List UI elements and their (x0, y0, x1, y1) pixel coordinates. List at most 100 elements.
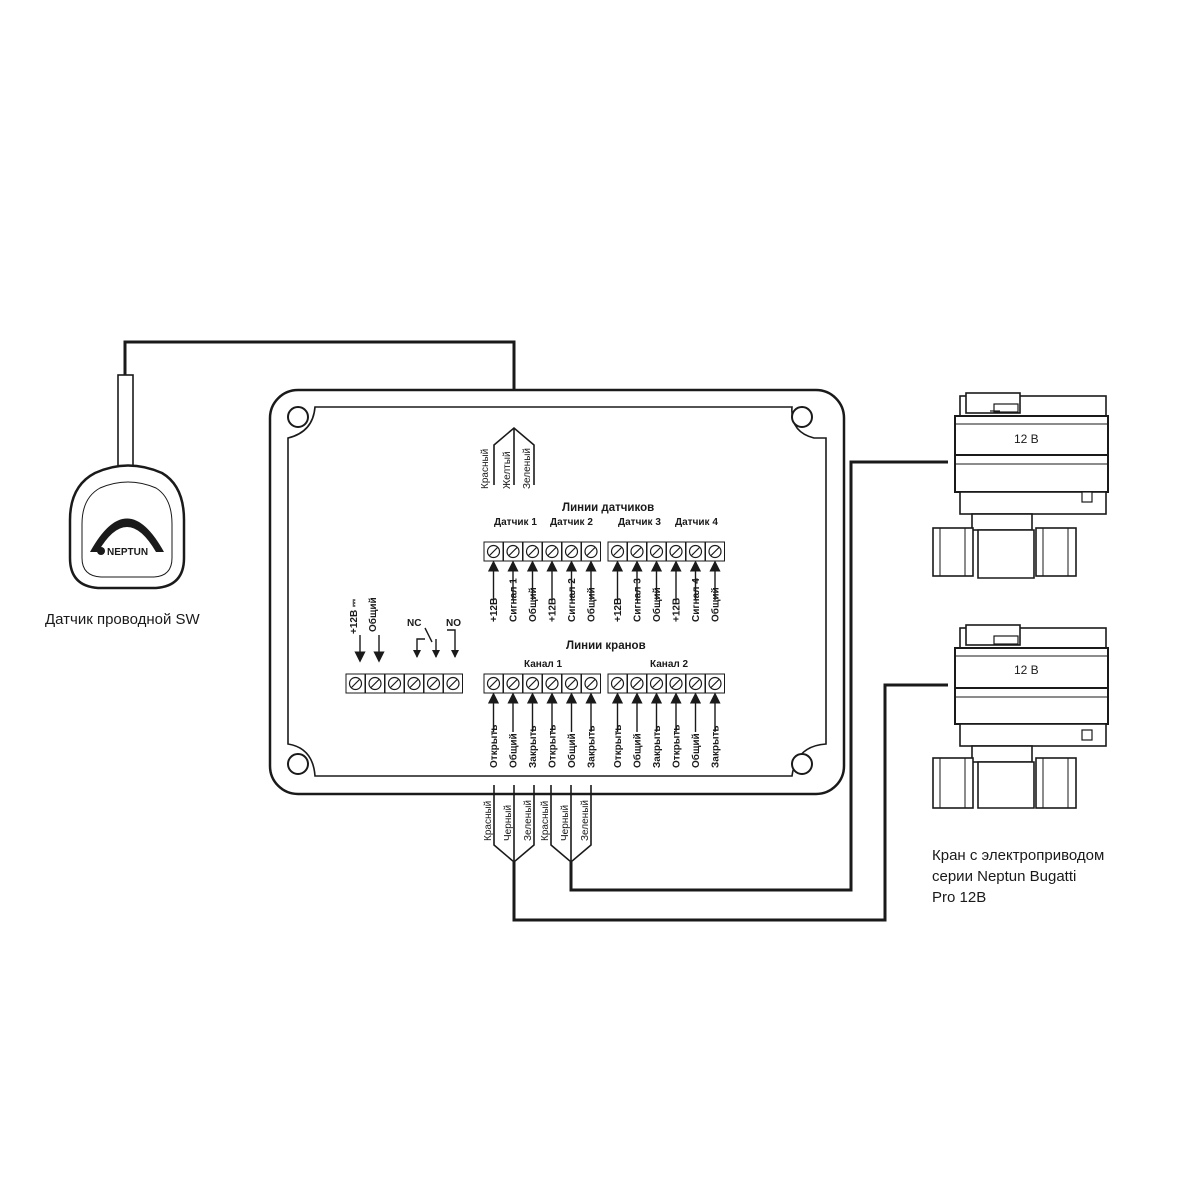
sensor-brand: NEPTUN (107, 547, 148, 558)
valve-lines-title: Линии кранов (566, 640, 646, 652)
power-terminal-label: Общий (367, 597, 379, 632)
valve-caption-line: Кран с электроприводом (932, 847, 1104, 864)
power-terminal-label: +12В ⎓ (349, 599, 360, 634)
valve-terminal-label: Закрыть (652, 725, 663, 768)
sensor-terminal-label: Общий (651, 587, 663, 622)
sensor-wire-label: Зеленый (522, 448, 533, 489)
valve-caption-line: Pro 12В (932, 889, 986, 906)
sensor-arc (90, 518, 164, 552)
screw-terminal-icon (403, 673, 425, 694)
valve-wire-label: Черный (503, 805, 514, 841)
valve-voltage-label: 12 В (1014, 432, 1039, 446)
sensor-cable (123, 340, 516, 428)
channel-label: Канал 1 (524, 659, 563, 670)
screw-terminal-icon (483, 541, 504, 562)
screw-terminal-icon (704, 673, 726, 694)
sensor-group-label: Датчик 3 (618, 517, 661, 528)
screw-terminal-icon (483, 673, 504, 694)
valve-wire-fan: Красный Черный Зеленый Красный Черный Зе… (483, 785, 592, 864)
valve-terminal-arrows (487, 692, 721, 732)
screw-terminal-icon (646, 541, 667, 562)
screw-terminal-icon (364, 673, 386, 694)
screw-terminal-icon (665, 673, 687, 694)
valve-terminal-label: Общий (690, 733, 702, 768)
screw-terminal-icon (541, 673, 563, 694)
valve-terminal-label: Закрыть (711, 725, 722, 768)
sensor-terminal-block-2 (607, 541, 726, 562)
sensor-wire-label: Желтый (502, 451, 513, 489)
screw-terminal-icon (345, 673, 366, 694)
mounting-hole-icon (791, 406, 813, 428)
screw-terminal-icon (607, 541, 628, 562)
screw-terminal-icon (442, 673, 464, 694)
mounting-hole-icon (287, 406, 309, 428)
valve-wire-label: Зеленый (523, 800, 534, 841)
valve-voltage-label: 12 В (1014, 663, 1039, 677)
screw-terminal-icon (626, 541, 648, 562)
valve-terminal-label: Общий (508, 733, 520, 768)
valve-terminal-block-1 (483, 673, 602, 694)
mounting-hole-icon (287, 753, 309, 775)
screw-terminal-icon (580, 541, 602, 562)
power-terminal-label: NC (407, 618, 421, 629)
valve-terminal-labels: Открыть Общий Закрыть Открыть Общий Закрыть От… (489, 725, 722, 768)
sensor-wire-label: Красный (480, 449, 491, 489)
sensor-terminal-label: +12В (672, 598, 683, 622)
sensor-terminal-label: +12В (489, 598, 500, 622)
screw-terminal-icon (561, 673, 582, 694)
channel-label: Канал 2 (650, 659, 689, 670)
screw-terminal-icon (541, 541, 563, 562)
screw-terminal-icon (685, 541, 706, 562)
motorized-valve-2 (932, 624, 1109, 809)
sensor-terminal-label: Общий (586, 587, 598, 622)
sensor-lines-title: Линии датчиков (562, 502, 654, 514)
valve-wire-label: Красный (540, 801, 551, 841)
valve-terminal-label: Открыть (489, 725, 500, 768)
valve-wire-label: Зеленый (580, 800, 591, 841)
screw-terminal-icon (626, 673, 648, 694)
screw-terminal-icon (522, 541, 543, 562)
sensor-probe (117, 374, 134, 471)
valve-terminal-label: Открыть (613, 725, 624, 768)
screw-terminal-icon (685, 673, 706, 694)
sensor-terminal-label: Сигнал 4 (691, 578, 702, 622)
sensor-group-label: Датчик 2 (550, 517, 593, 528)
screw-terminal-icon (384, 673, 405, 694)
wired-sensor: NEPTUN (68, 374, 186, 590)
sensor-terminal-label: Сигнал 3 (633, 578, 644, 622)
sensor-terminal-arrows (487, 560, 721, 600)
screw-terminal-icon (607, 673, 628, 694)
valve-terminal-block-2 (607, 673, 726, 694)
valve-caption-line: серии Neptun Bugatti (932, 868, 1076, 885)
valve-terminal-label: Общий (632, 733, 644, 768)
sensor-terminal-label: Общий (710, 587, 722, 622)
valve-terminal-label: Открыть (548, 725, 559, 768)
screw-terminal-icon (646, 673, 667, 694)
valve1-cable (569, 460, 948, 892)
valve-terminal-label: Открыть (672, 725, 683, 768)
valve-terminal-label: Общий (566, 733, 578, 768)
sensor-terminal-label: Общий (527, 587, 539, 622)
sensor-terminal-label: +12В (548, 598, 559, 622)
motorized-valve-1 (932, 392, 1109, 579)
screw-terminal-icon (580, 673, 602, 694)
sensor-terminal-label: Сигнал 2 (567, 578, 578, 622)
power-terminal-arrows (354, 627, 459, 663)
screw-terminal-icon (665, 541, 687, 562)
sensor-wire-fan: Красный Желтый Зеленый (480, 426, 535, 489)
screw-terminal-icon (502, 541, 524, 562)
sensor-group-label: Датчик 1 (494, 517, 537, 528)
valve-terminal-label: Закрыть (528, 725, 539, 768)
valve-terminal-label: Закрыть (587, 725, 598, 768)
valve2-cable (512, 683, 948, 922)
valve-wire-label: Красный (483, 801, 494, 841)
screw-terminal-icon (522, 673, 543, 694)
neptun-logo-icon (97, 547, 105, 555)
power-terminal-block (345, 673, 464, 694)
mounting-hole-icon (791, 753, 813, 775)
screw-terminal-icon (704, 541, 726, 562)
screw-terminal-icon (423, 673, 444, 694)
controller-inner-frame (287, 406, 827, 777)
screw-terminal-icon (502, 673, 524, 694)
